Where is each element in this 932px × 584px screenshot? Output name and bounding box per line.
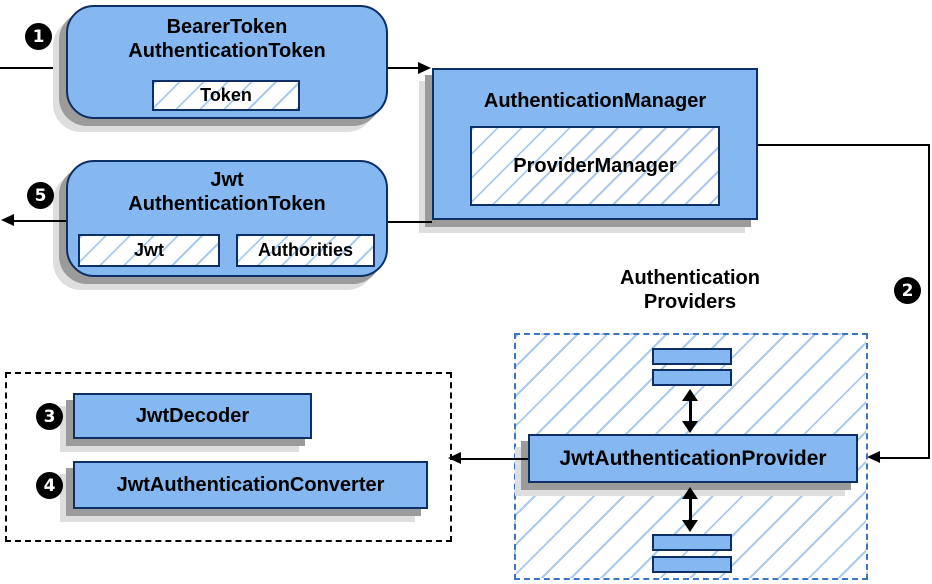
step2-badge: 2	[894, 277, 921, 304]
provider-placeholder-rect	[652, 369, 732, 386]
bearer-token-title-line1: BearerToken	[166, 16, 288, 38]
jwt-token-title-line1: Jwt	[210, 169, 244, 191]
step5-outgoing-line	[13, 220, 66, 222]
left-arrowhead-icon	[1, 214, 14, 226]
step5-badge: 5	[27, 182, 54, 209]
manager-to-jwt-token-line	[388, 221, 432, 223]
provider-manager-field: ProviderManager	[470, 126, 720, 206]
jwt-authentication-converter-node: JwtAuthenticationConverter	[73, 461, 428, 509]
token-field: Token	[152, 80, 300, 111]
jwt-authentication-provider-node: JwtAuthenticationProvider	[528, 434, 858, 483]
jwt-field: Jwt	[78, 234, 220, 267]
provider-placeholder-rect	[652, 556, 732, 573]
jwt-helpers-group	[5, 372, 452, 542]
bearer-token-authentication-token-node: BearerToken AuthenticationToken Token	[66, 5, 388, 119]
left-arrowhead-icon	[867, 451, 880, 463]
step1-incoming-line	[0, 67, 66, 69]
step2-connector-vertical	[928, 144, 930, 459]
authentication-manager-title: AuthenticationManager	[483, 90, 707, 112]
double-arrow-icon	[682, 487, 698, 532]
jwt-authentication-token-node: Jwt AuthenticationToken Jwt Authorities	[66, 160, 388, 277]
jwt-decoder-node: JwtDecoder	[73, 393, 312, 439]
double-arrow-icon	[682, 389, 698, 433]
providers-group-label-line1: Authentication	[620, 267, 760, 289]
provider-placeholder-rect	[652, 534, 732, 551]
right-arrowhead-icon	[418, 62, 431, 74]
bearer-token-title-line2: AuthenticationToken	[128, 40, 326, 62]
authentication-manager-node: AuthenticationManager ProviderManager	[432, 68, 758, 220]
provider-placeholder-rect	[652, 348, 732, 365]
step1-to-manager-line	[388, 67, 419, 69]
step4-badge: 4	[36, 472, 63, 499]
provider-to-helpers-line	[461, 458, 528, 460]
step2-connector-bottom	[880, 457, 930, 459]
step3-badge: 3	[36, 403, 63, 430]
step2-connector-top	[758, 144, 930, 146]
providers-group-label-line2: Providers	[643, 291, 737, 313]
authorities-field: Authorities	[236, 234, 375, 267]
jwt-token-title-line2: AuthenticationToken	[128, 193, 326, 215]
step1-badge: 1	[25, 23, 52, 50]
